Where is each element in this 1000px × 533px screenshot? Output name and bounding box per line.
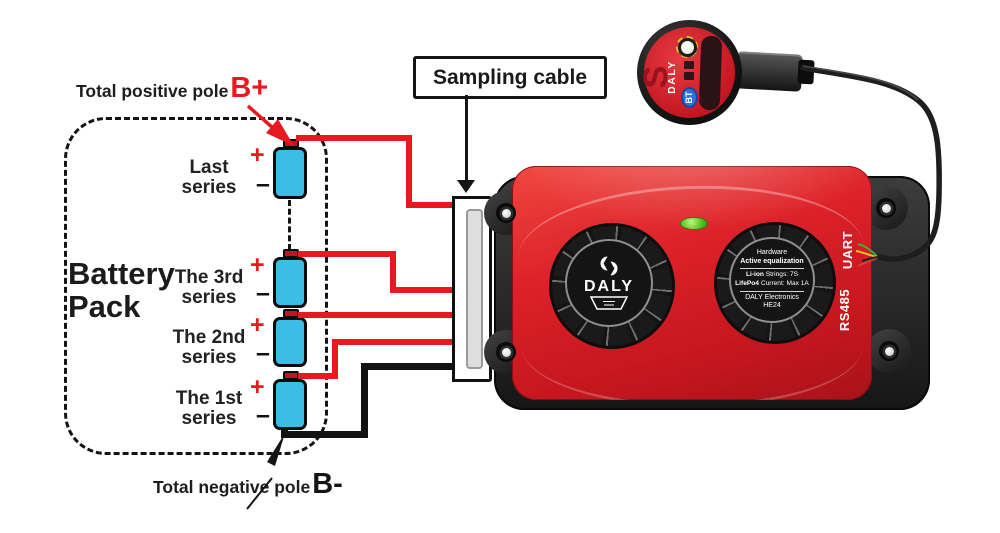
uart-port-label: UART	[840, 230, 855, 270]
dongle-led-ring-icon	[676, 36, 698, 58]
wire-cell2-h	[298, 312, 456, 318]
battery-pack-title-line2: Pack	[68, 288, 141, 324]
dongle-print-mark	[684, 61, 694, 69]
wire-cell3-h2	[390, 287, 456, 293]
spec-row2: LifePo4 Current: Max 1A	[735, 280, 809, 289]
status-led	[681, 218, 707, 229]
wire-bminus-h	[281, 431, 368, 438]
cell-label-line: series	[181, 176, 237, 198]
cell-label-3rd: The 3rd series	[166, 268, 252, 308]
dongle-print-mark	[684, 72, 694, 80]
plus-sign-icon: +	[250, 141, 265, 169]
screw-icon	[496, 342, 516, 362]
screw-pin	[881, 203, 891, 213]
bms-spec-label: Hardware Active equalization Li-ion Stri…	[729, 237, 815, 323]
battery-cell-2nd	[273, 317, 307, 367]
spec-row1: Li-ion Strings: 7S	[746, 271, 798, 280]
dongle-led-icon	[678, 38, 697, 57]
minus-sign-icon: –	[256, 339, 270, 367]
screw-icon	[879, 341, 899, 361]
cell-label-last: Last series	[166, 158, 252, 198]
sampling-connector-strip	[466, 209, 483, 369]
spec-divider	[740, 268, 804, 270]
plus-sign-icon: +	[250, 373, 265, 401]
bt-badge: BT	[681, 87, 698, 108]
wire-cell3-v	[390, 251, 396, 293]
wire-bplus-h2	[406, 202, 456, 208]
negative-pole-text: Total negative pole	[153, 477, 311, 497]
total-negative-pole-label: Total negative pole B-	[153, 470, 343, 499]
battery-cell-1st	[273, 379, 307, 430]
spec-line2: Active equalization	[740, 257, 804, 265]
wire-bminus-h2	[361, 363, 456, 370]
spec-divider	[740, 290, 804, 292]
spec-row1-val: Strings: 7S	[763, 271, 799, 279]
cell-label-line: The 1st	[175, 388, 243, 409]
screw-pin	[501, 208, 511, 218]
cell-label-line: The 2nd	[172, 327, 246, 348]
spec-line1: Hardware	[756, 248, 788, 256]
sampling-cable-arrowhead-icon	[457, 180, 475, 193]
battery-cell-last	[273, 147, 307, 199]
daly-brand-text: DALY	[583, 278, 635, 295]
wire-bplus-v	[406, 135, 412, 208]
daly-logo-core: DALY	[565, 239, 653, 327]
cell-label-line: series	[181, 407, 237, 429]
screw-icon	[496, 203, 516, 223]
bminus-tag: B-	[312, 468, 343, 500]
cell-label-1st: The 1st series	[166, 389, 252, 429]
screw-pin	[884, 346, 894, 356]
series-link	[288, 200, 291, 250]
sampling-cable-arrow-line	[465, 95, 468, 181]
spec-footer2: HE24	[763, 302, 781, 310]
dongle-usb-plug	[735, 51, 803, 92]
plus-sign-icon: +	[250, 251, 265, 279]
total-positive-pole-label: Total positive pole B+	[76, 74, 268, 103]
daly-swirl-icon	[600, 256, 618, 276]
dongle-usb-tip	[797, 59, 815, 85]
cell-label-line: series	[181, 346, 237, 368]
bt-badge-text: BT	[684, 91, 694, 104]
dongle-brand-text: DALY	[666, 60, 678, 94]
cell-label-line: series	[181, 286, 237, 308]
spec-footer1: DALY Electronics	[745, 293, 799, 301]
sampling-cable-text: Sampling cable	[432, 65, 588, 89]
cell-label-line: Last	[189, 157, 229, 178]
plus-sign-icon: +	[250, 311, 265, 339]
wire-bminus-v	[361, 363, 368, 438]
wire-cell1-h	[298, 373, 338, 379]
wire-cell3-h	[298, 251, 396, 257]
minus-sign-icon: –	[256, 170, 270, 198]
spec-row2-key: LifePo4	[735, 280, 759, 287]
wire-bplus-h	[296, 135, 412, 141]
positive-pole-text: Total positive pole	[76, 81, 229, 101]
screw-icon	[876, 198, 896, 218]
bplus-tag: B+	[230, 72, 269, 104]
battery-cell-3rd	[273, 257, 307, 308]
spec-row1-key: Li-ion	[745, 271, 764, 279]
sampling-cable-callout: Sampling cable	[413, 56, 607, 99]
battery-pack-title: Battery Pack	[68, 256, 175, 324]
cell-label-line: The 3rd	[174, 267, 244, 288]
wire-cell1-v	[332, 339, 338, 379]
dongle-stripe	[698, 35, 723, 111]
cell-label-2nd: The 2nd series	[166, 328, 252, 368]
spec-row2-val: Current: Max 1A	[758, 280, 809, 287]
screw-pin	[501, 347, 511, 357]
daly-badge-icon	[589, 296, 629, 310]
rs485-port-label: RS485	[837, 288, 852, 332]
battery-pack-outline	[64, 117, 328, 455]
minus-sign-icon: –	[256, 279, 270, 307]
wire-cell1-h2	[332, 339, 456, 345]
minus-sign-icon: –	[256, 401, 270, 429]
battery-pack-title-line1: Battery	[68, 256, 175, 291]
dongle-cable-sheen	[802, 65, 919, 101]
